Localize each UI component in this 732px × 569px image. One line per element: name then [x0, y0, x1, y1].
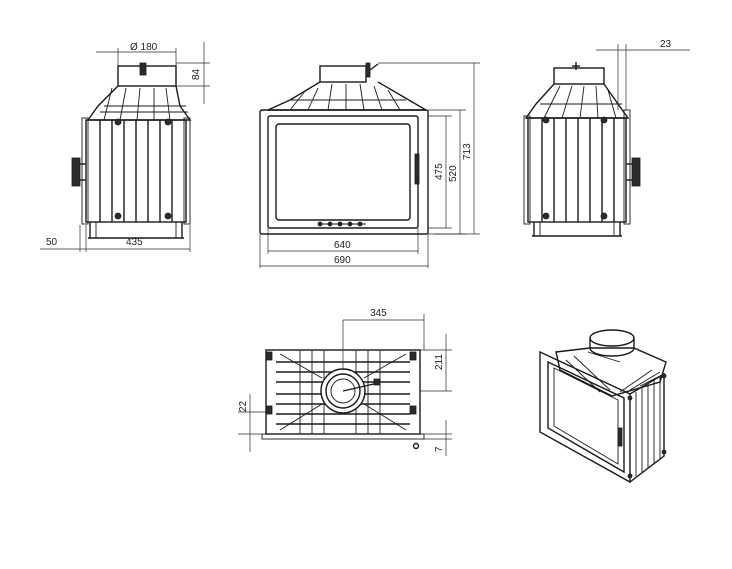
front-view-dimensions: 640 690 475 520 713	[259, 62, 480, 268]
glass-height-label: 475	[434, 163, 445, 180]
top-depth-label: 211	[434, 354, 445, 370]
left-side-view	[71, 62, 192, 239]
total-width-label: 690	[334, 255, 351, 266]
top-front-offset-label: 7	[434, 446, 445, 452]
total-height-label: 713	[462, 143, 473, 160]
depth-label: 435	[126, 237, 143, 248]
collar-height-label: 84	[191, 68, 202, 80]
side-offset-label: 50	[46, 237, 58, 248]
right-view-dimensions: 23	[596, 39, 690, 110]
top-view-dimensions: 345 211 7 22	[238, 308, 452, 456]
top-side-offset-label: 22	[238, 400, 249, 412]
flue-diameter-label: Ø 180	[130, 42, 158, 53]
top-view	[261, 349, 425, 450]
isometric-view	[539, 329, 667, 484]
flue-offset-label: 23	[660, 39, 672, 50]
top-flue-position-label: 345	[370, 308, 387, 319]
glass-width-label: 640	[334, 240, 351, 251]
left-view-dimensions: Ø 180 84 50 435	[40, 42, 210, 252]
front-view	[259, 62, 429, 235]
right-side-view	[523, 62, 641, 237]
front-height-label: 520	[448, 165, 459, 182]
